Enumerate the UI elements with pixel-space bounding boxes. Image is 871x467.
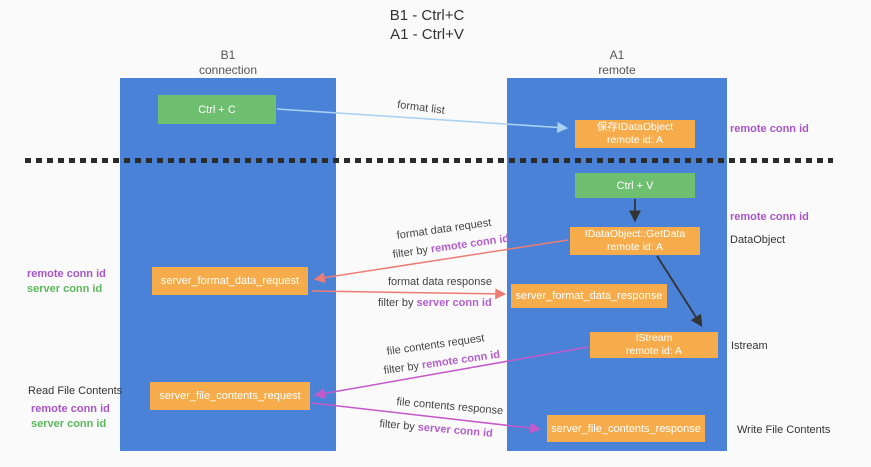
server-conn-id-label-left-bottom: server conn id — [31, 418, 107, 430]
filter-by-text: filter by — [378, 418, 416, 434]
title-line-2: A1 - Ctrl+V — [390, 26, 464, 43]
server-format-data-request-box: server_format_data_request — [152, 267, 308, 295]
ctrl-v-box: Ctrl + V — [575, 173, 695, 198]
ctrl-c-box: Ctrl + C — [158, 95, 276, 124]
left-column-title: B1 — [220, 48, 236, 62]
file-contents-response-label: file contents response — [395, 396, 504, 418]
ctrl-c-label: Ctrl + C — [198, 103, 236, 116]
getdata-line1: IDataObject::GetData — [584, 228, 686, 240]
istream-line1: IStream — [635, 332, 673, 344]
save-idataobject-line1: 保存IDataObject — [596, 121, 674, 133]
filter-by-text: filter by — [378, 297, 414, 309]
server-file-contents-request-box: server_file_contents_request — [150, 382, 310, 410]
filter-by-text: filter by — [383, 360, 420, 377]
write-file-contents-label: Write File Contents — [737, 424, 831, 436]
dashed-separator-line — [25, 158, 833, 163]
istream-line2: remote id: A — [625, 345, 683, 357]
save-idataobject-line2: remote id: A — [606, 134, 663, 146]
left-column-header: B1 connection — [120, 48, 336, 78]
remote-conn-id-key: remote conn id — [421, 348, 501, 372]
remote-conn-id-label-left-bottom: remote conn id — [31, 403, 110, 415]
server-file-contents-request-label: server_file_contents_request — [159, 390, 301, 402]
save-idataobject-box: 保存IDataObject remote id: A — [575, 120, 695, 148]
server-conn-id-key: server conn id — [416, 297, 492, 309]
istream-box: IStream remote id: A — [590, 332, 718, 358]
left-column-subtitle: connection — [198, 63, 258, 77]
read-file-contents-label: Read File Contents — [28, 385, 123, 397]
format-data-response-label: format data response — [388, 276, 492, 288]
ctrl-v-label: Ctrl + V — [616, 179, 654, 192]
remote-conn-id-label-top-right: remote conn id — [730, 123, 809, 135]
server-format-data-response-box: server_format_data_response — [511, 284, 667, 308]
right-column-header: A1 remote — [507, 48, 727, 78]
filter-by-text: filter by — [392, 244, 429, 261]
remote-conn-id-label-mid-right: remote conn id — [730, 211, 809, 223]
diagram-title: B1 - Ctrl+C A1 - Ctrl+V — [327, 6, 527, 44]
getdata-line2: remote id: A — [606, 241, 663, 253]
server-conn-id-key: server conn id — [417, 421, 494, 440]
dataobject-label: DataObject — [730, 234, 786, 246]
server-format-data-response-label: server_format_data_response — [515, 290, 663, 302]
right-column-subtitle: remote — [598, 63, 636, 77]
title-line-1: B1 - Ctrl+C — [389, 7, 465, 24]
server-file-contents-response-box: server_file_contents_response — [547, 415, 705, 442]
remote-conn-id-label-left-mid: remote conn id — [27, 268, 106, 280]
remote-conn-id-key: remote conn id — [430, 232, 510, 256]
server-file-contents-response-label: server_file_contents_response — [551, 422, 701, 435]
istream-side-label: Istream — [731, 340, 768, 352]
right-column-title: A1 — [609, 48, 625, 62]
arrow-format-data-response — [311, 288, 507, 300]
format-list-label: format list — [396, 99, 446, 117]
server-format-data-request-label: server_format_data_request — [160, 275, 300, 287]
server-conn-id-label-left-mid: server conn id — [27, 283, 103, 295]
idataobject-getdata-box: IDataObject::GetData remote id: A — [570, 227, 700, 255]
